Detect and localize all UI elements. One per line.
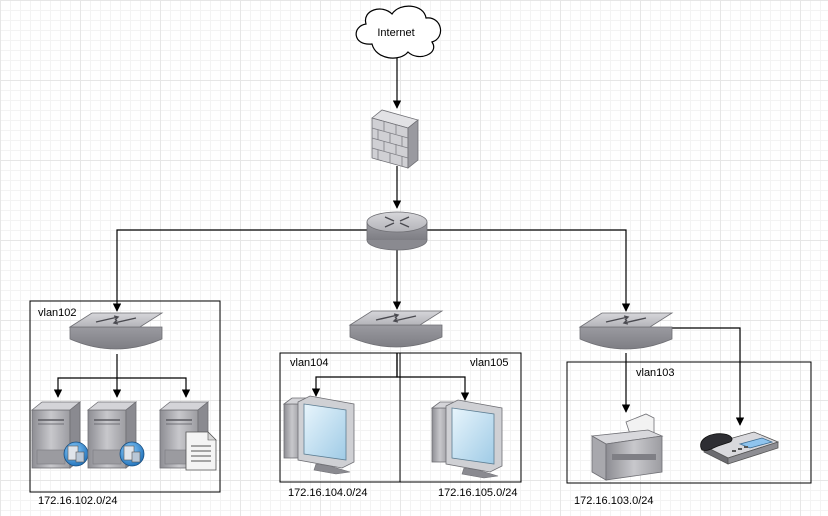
vlan105-box	[399, 352, 522, 483]
pc-vlan105-icon[interactable]	[431, 399, 503, 479]
phone-icon[interactable]	[700, 431, 780, 465]
internet-cloud[interactable]: Internet	[355, 5, 442, 59]
connectors	[53, 58, 745, 426]
link-switch102-server-left	[53, 377, 117, 398]
link-switch102-server-right	[117, 377, 191, 398]
vlan102-box	[29, 300, 221, 493]
link-switch103-phone	[670, 327, 745, 426]
link-router-switch-vlan102	[112, 229, 367, 312]
firewall-icon[interactable]	[371, 109, 419, 169]
switch-center-icon[interactable]	[349, 310, 443, 348]
server-1-icon[interactable]	[31, 401, 89, 469]
vlan103-label: vlan103	[636, 367, 675, 379]
file-server-icon[interactable]	[159, 401, 217, 471]
vlan103-box	[566, 361, 812, 484]
vlan105-label: vlan105	[470, 357, 509, 369]
vlan104-label: vlan104	[290, 357, 329, 369]
switch-vlan103-icon[interactable]	[579, 312, 673, 350]
printer-icon[interactable]	[590, 413, 664, 481]
switch-vlan102-icon[interactable]	[69, 312, 163, 350]
server-2-icon[interactable]	[87, 401, 145, 469]
pc-vlan104-icon[interactable]	[283, 395, 355, 475]
vlan104-subnet: 172.16.104.0/24	[288, 487, 368, 499]
vlan102-label: vlan102	[38, 307, 77, 319]
vlan102-subnet: 172.16.102.0/24	[38, 495, 118, 507]
router-icon[interactable]	[366, 211, 428, 251]
vlan103-subnet: 172.16.103.0/24	[574, 495, 654, 507]
link-router-switch-vlan103	[427, 229, 631, 312]
vlan105-subnet: 172.16.105.0/24	[438, 487, 518, 499]
link-switch-pc105	[396, 353, 470, 401]
internet-label: Internet	[377, 27, 414, 39]
